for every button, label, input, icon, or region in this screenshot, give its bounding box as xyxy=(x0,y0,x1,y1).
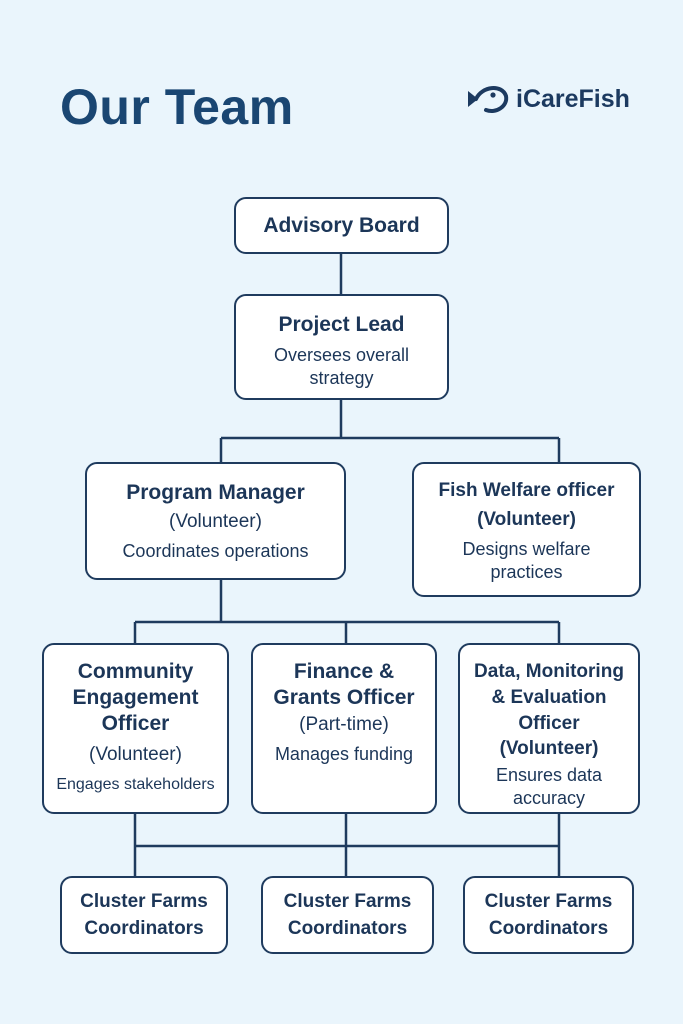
node-fish-welfare-officer: Fish Welfare officer (Volunteer) Designs… xyxy=(412,462,641,597)
node-desc: Manages funding xyxy=(274,744,414,764)
node-sub: (Volunteer) xyxy=(499,738,599,759)
node-desc: Engages stakeholders xyxy=(56,776,215,793)
node-cluster-farms-coordinators: Cluster Farms Coordinators xyxy=(463,876,634,954)
logo-text: iCareFish xyxy=(516,84,630,113)
node-title: Project Lead xyxy=(278,313,405,336)
node-advisory-board: Advisory Board xyxy=(234,197,449,254)
node-sub: (Volunteer) xyxy=(89,744,182,765)
node-title: Community Engagement Officer xyxy=(72,660,199,735)
node-desc: Oversees overall strategy xyxy=(273,345,410,388)
node-program-manager: Program Manager (Volunteer) Coordinates … xyxy=(85,462,346,580)
node-title: Cluster Farms Coordinators xyxy=(283,891,412,939)
node-title: Data, Monitoring & Evaluation Officer xyxy=(474,661,624,734)
node-desc: Coordinates operations xyxy=(122,541,309,561)
node-title: Fish Welfare officer xyxy=(438,480,615,501)
fish-icon xyxy=(468,86,509,113)
node-sub: (Volunteer) xyxy=(477,509,576,530)
node-project-lead: Project Lead Oversees overall strategy xyxy=(234,294,449,400)
node-title: Advisory Board xyxy=(263,213,420,237)
node-desc: Ensures data accuracy xyxy=(495,765,603,808)
node-title: Cluster Farms Coordinators xyxy=(80,891,208,939)
node-cluster-farms-coordinators: Cluster Farms Coordinators xyxy=(60,876,228,954)
node-community-engagement-officer: Community Engagement Officer (Volunteer)… xyxy=(42,643,229,814)
node-sub: (Part-time) xyxy=(299,714,389,735)
node-cluster-farms-coordinators: Cluster Farms Coordinators xyxy=(261,876,434,954)
node-title: Program Manager xyxy=(126,481,305,504)
page-title: Our Team xyxy=(60,79,294,135)
node-finance-grants-officer: Finance & Grants Officer (Part-time) Man… xyxy=(251,643,437,814)
node-data-monitoring-evaluation-officer: Data, Monitoring & Evaluation Officer (V… xyxy=(458,643,640,814)
node-sub: (Volunteer) xyxy=(169,511,262,532)
node-title: Cluster Farms Coordinators xyxy=(484,891,613,939)
logo: iCareFish xyxy=(466,82,630,116)
node-desc: Designs welfare practices xyxy=(462,539,591,582)
node-title: Finance & Grants Officer xyxy=(273,660,415,709)
